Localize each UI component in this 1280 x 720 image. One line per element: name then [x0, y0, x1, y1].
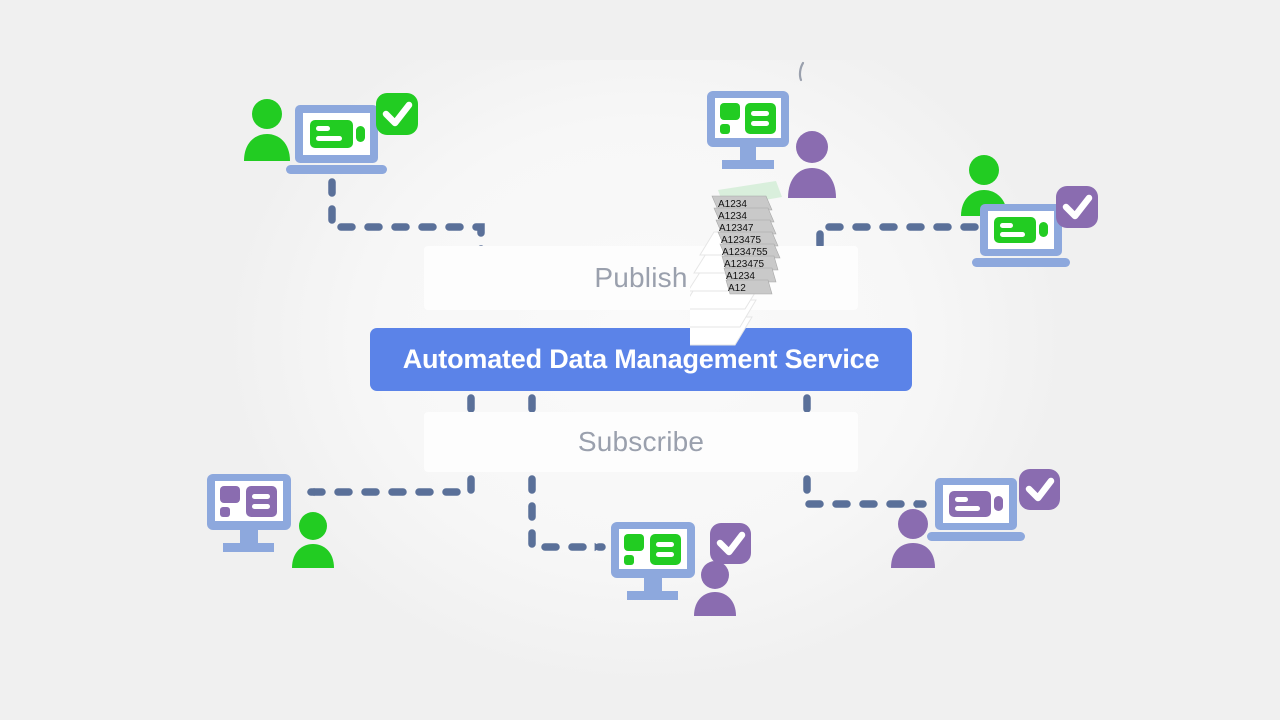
- connector-publish-right: [815, 223, 979, 309]
- person-icon: [788, 131, 836, 198]
- document-stack: A1234 A1234 A12347 A123475 A1234755 A123…: [669, 181, 782, 346]
- check-badge: [1019, 469, 1060, 510]
- publisher-top-left-graphic: [244, 93, 418, 174]
- swoosh-icon: [798, 61, 805, 82]
- media-glyph: [949, 491, 1003, 517]
- publisher-top-right[interactable]: [955, 148, 1105, 273]
- automated-data-management-service-bar[interactable]: Automated Data Management Service: [370, 328, 912, 391]
- subscriber-bottom-center-graphic: [611, 522, 751, 616]
- record-rows: A1234 A1234 A12347 A123475 A1234755 A123…: [711, 195, 781, 295]
- record-id: A1234: [718, 211, 747, 222]
- dashboard-glyph: [624, 534, 681, 565]
- person-icon: [292, 512, 334, 568]
- subscriber-bottom-left[interactable]: [200, 468, 345, 573]
- record-id: A1234: [718, 199, 747, 210]
- desktop-monitor-icon: [207, 474, 291, 552]
- dashboard-glyph: [220, 486, 277, 517]
- person-icon: [694, 561, 736, 616]
- record-id: A12: [728, 283, 746, 294]
- media-glyph: [994, 217, 1048, 243]
- person-icon: [891, 509, 935, 568]
- connector-publish-left: [328, 178, 486, 309]
- desktop-monitor-icon: [707, 91, 789, 169]
- record-id: A123475: [721, 235, 761, 246]
- subscriber-bottom-right-graphic: [891, 469, 1060, 568]
- subscriber-bottom-right[interactable]: [890, 468, 1065, 578]
- check-icon: [382, 101, 413, 127]
- record-id: A123475: [724, 259, 764, 270]
- laptop-icon: [286, 105, 387, 174]
- person-icon: [244, 99, 290, 161]
- check-badge: [1056, 186, 1098, 228]
- laptop-icon: [972, 204, 1070, 267]
- check-icon: [1062, 194, 1093, 220]
- desktop-monitor-icon: [611, 522, 695, 600]
- laptop-icon: [927, 478, 1025, 541]
- dashboard-glyph: [720, 103, 776, 134]
- subscribe-label: Subscribe: [577, 426, 705, 457]
- publisher-top-center[interactable]: A1234 A1234 A12347 A123475 A1234755 A123…: [669, 55, 870, 355]
- connector-subscribe-center: [528, 394, 606, 552]
- publish-label: Publish: [594, 262, 688, 293]
- record-id: A1234755: [722, 247, 768, 258]
- check-icon: [1025, 477, 1055, 502]
- publisher-top-right-graphic: [961, 155, 1098, 267]
- publisher-top-left[interactable]: [240, 88, 430, 188]
- record-id: A12347: [719, 223, 754, 234]
- publisher-top-center-graphic: A1234 A1234 A12347 A123475 A1234755 A123…: [669, 61, 836, 346]
- check-badge: [376, 93, 418, 135]
- subscribe-channel[interactable]: Subscribe: [424, 412, 858, 472]
- media-glyph: [310, 120, 365, 148]
- service-bar-label: Automated Data Management Service: [402, 344, 880, 374]
- subscriber-bottom-left-graphic: [207, 474, 334, 568]
- check-icon: [716, 531, 746, 556]
- check-badge: [710, 523, 751, 564]
- subscriber-bottom-center[interactable]: [605, 512, 770, 617]
- publish-channel[interactable]: Publish: [424, 246, 858, 310]
- record-id: A1234: [726, 271, 755, 282]
